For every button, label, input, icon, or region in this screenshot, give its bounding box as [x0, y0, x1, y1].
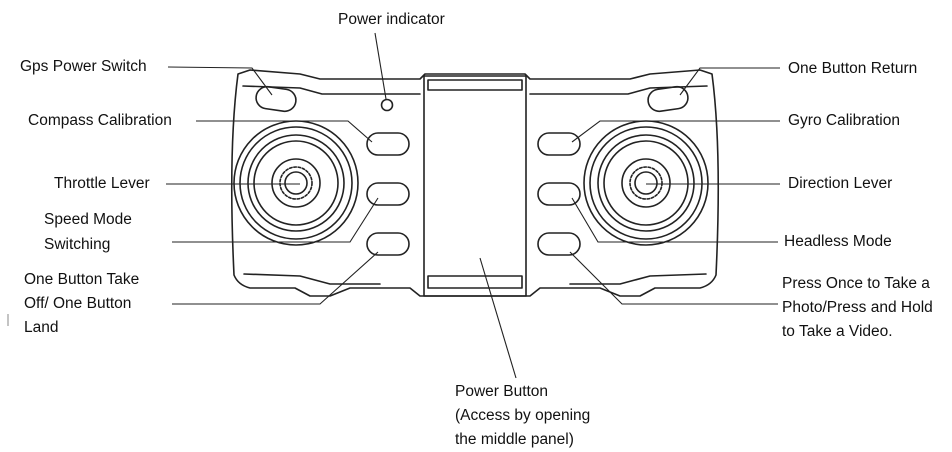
label-power-indicator: Power indicator [338, 11, 445, 28]
one-button-return-button [647, 85, 689, 113]
label-power-button-line3: the middle panel) [455, 431, 574, 448]
label-direction-lever: Direction Lever [788, 175, 893, 192]
throttle-lever [233, 120, 359, 246]
leader-compass-calibration [196, 120, 373, 143]
leader-gps-power-switch [167, 66, 273, 96]
leader-gyro-calibration [571, 120, 780, 143]
leader-headless-mode [571, 197, 778, 243]
label-take-off-line1: One Button Take [24, 271, 140, 288]
compass-calibration-button [366, 132, 410, 156]
label-power-button-line1: Power Button [455, 383, 549, 400]
label-speed-mode-line2: Switching [44, 236, 111, 253]
gps-power-switch-button [255, 85, 297, 113]
leader-one-button-return [679, 67, 780, 96]
headless-mode-button [537, 182, 581, 206]
label-photo-line2: Photo/Press and Hold [782, 299, 933, 316]
label-throttle-lever: Throttle Lever [54, 175, 150, 192]
leader-power-indicator [374, 32, 387, 100]
direction-lever [583, 120, 709, 246]
label-one-button-return: One Button Return [788, 60, 918, 77]
label-speed-mode-line1: Speed Mode [44, 211, 132, 228]
label-headless-mode: Headless Mode [784, 233, 892, 250]
photo-video-button [537, 232, 581, 256]
label-gyro-calibration: Gyro Calibration [788, 112, 900, 129]
label-compass-calibration: Compass Calibration [28, 112, 172, 129]
middle-panel-top-slot [427, 79, 523, 91]
middle-panel [423, 75, 527, 297]
controller-body [230, 69, 720, 297]
power-indicator-led [380, 98, 394, 112]
label-photo-line3: to Take a Video. [782, 323, 893, 340]
label-take-off-line2: Off/ One Button [24, 295, 132, 312]
label-power-button-line2: (Access by opening [455, 407, 591, 424]
leader-speed-mode [172, 197, 379, 243]
label-gps-power-switch: Gps Power Switch [20, 58, 147, 75]
speed-mode-button [366, 182, 410, 206]
gyro-calibration-button [537, 132, 581, 156]
label-take-off-line3: Land [24, 319, 59, 336]
leader-power-button [479, 257, 517, 379]
middle-panel-bottom-slot [427, 275, 523, 289]
label-photo-line1: Press Once to Take a [782, 275, 930, 292]
leader-take-off-land [172, 251, 379, 305]
take-off-land-button [366, 232, 410, 256]
leader-photo-video [569, 251, 778, 305]
body-inner-lower-line [243, 273, 707, 285]
